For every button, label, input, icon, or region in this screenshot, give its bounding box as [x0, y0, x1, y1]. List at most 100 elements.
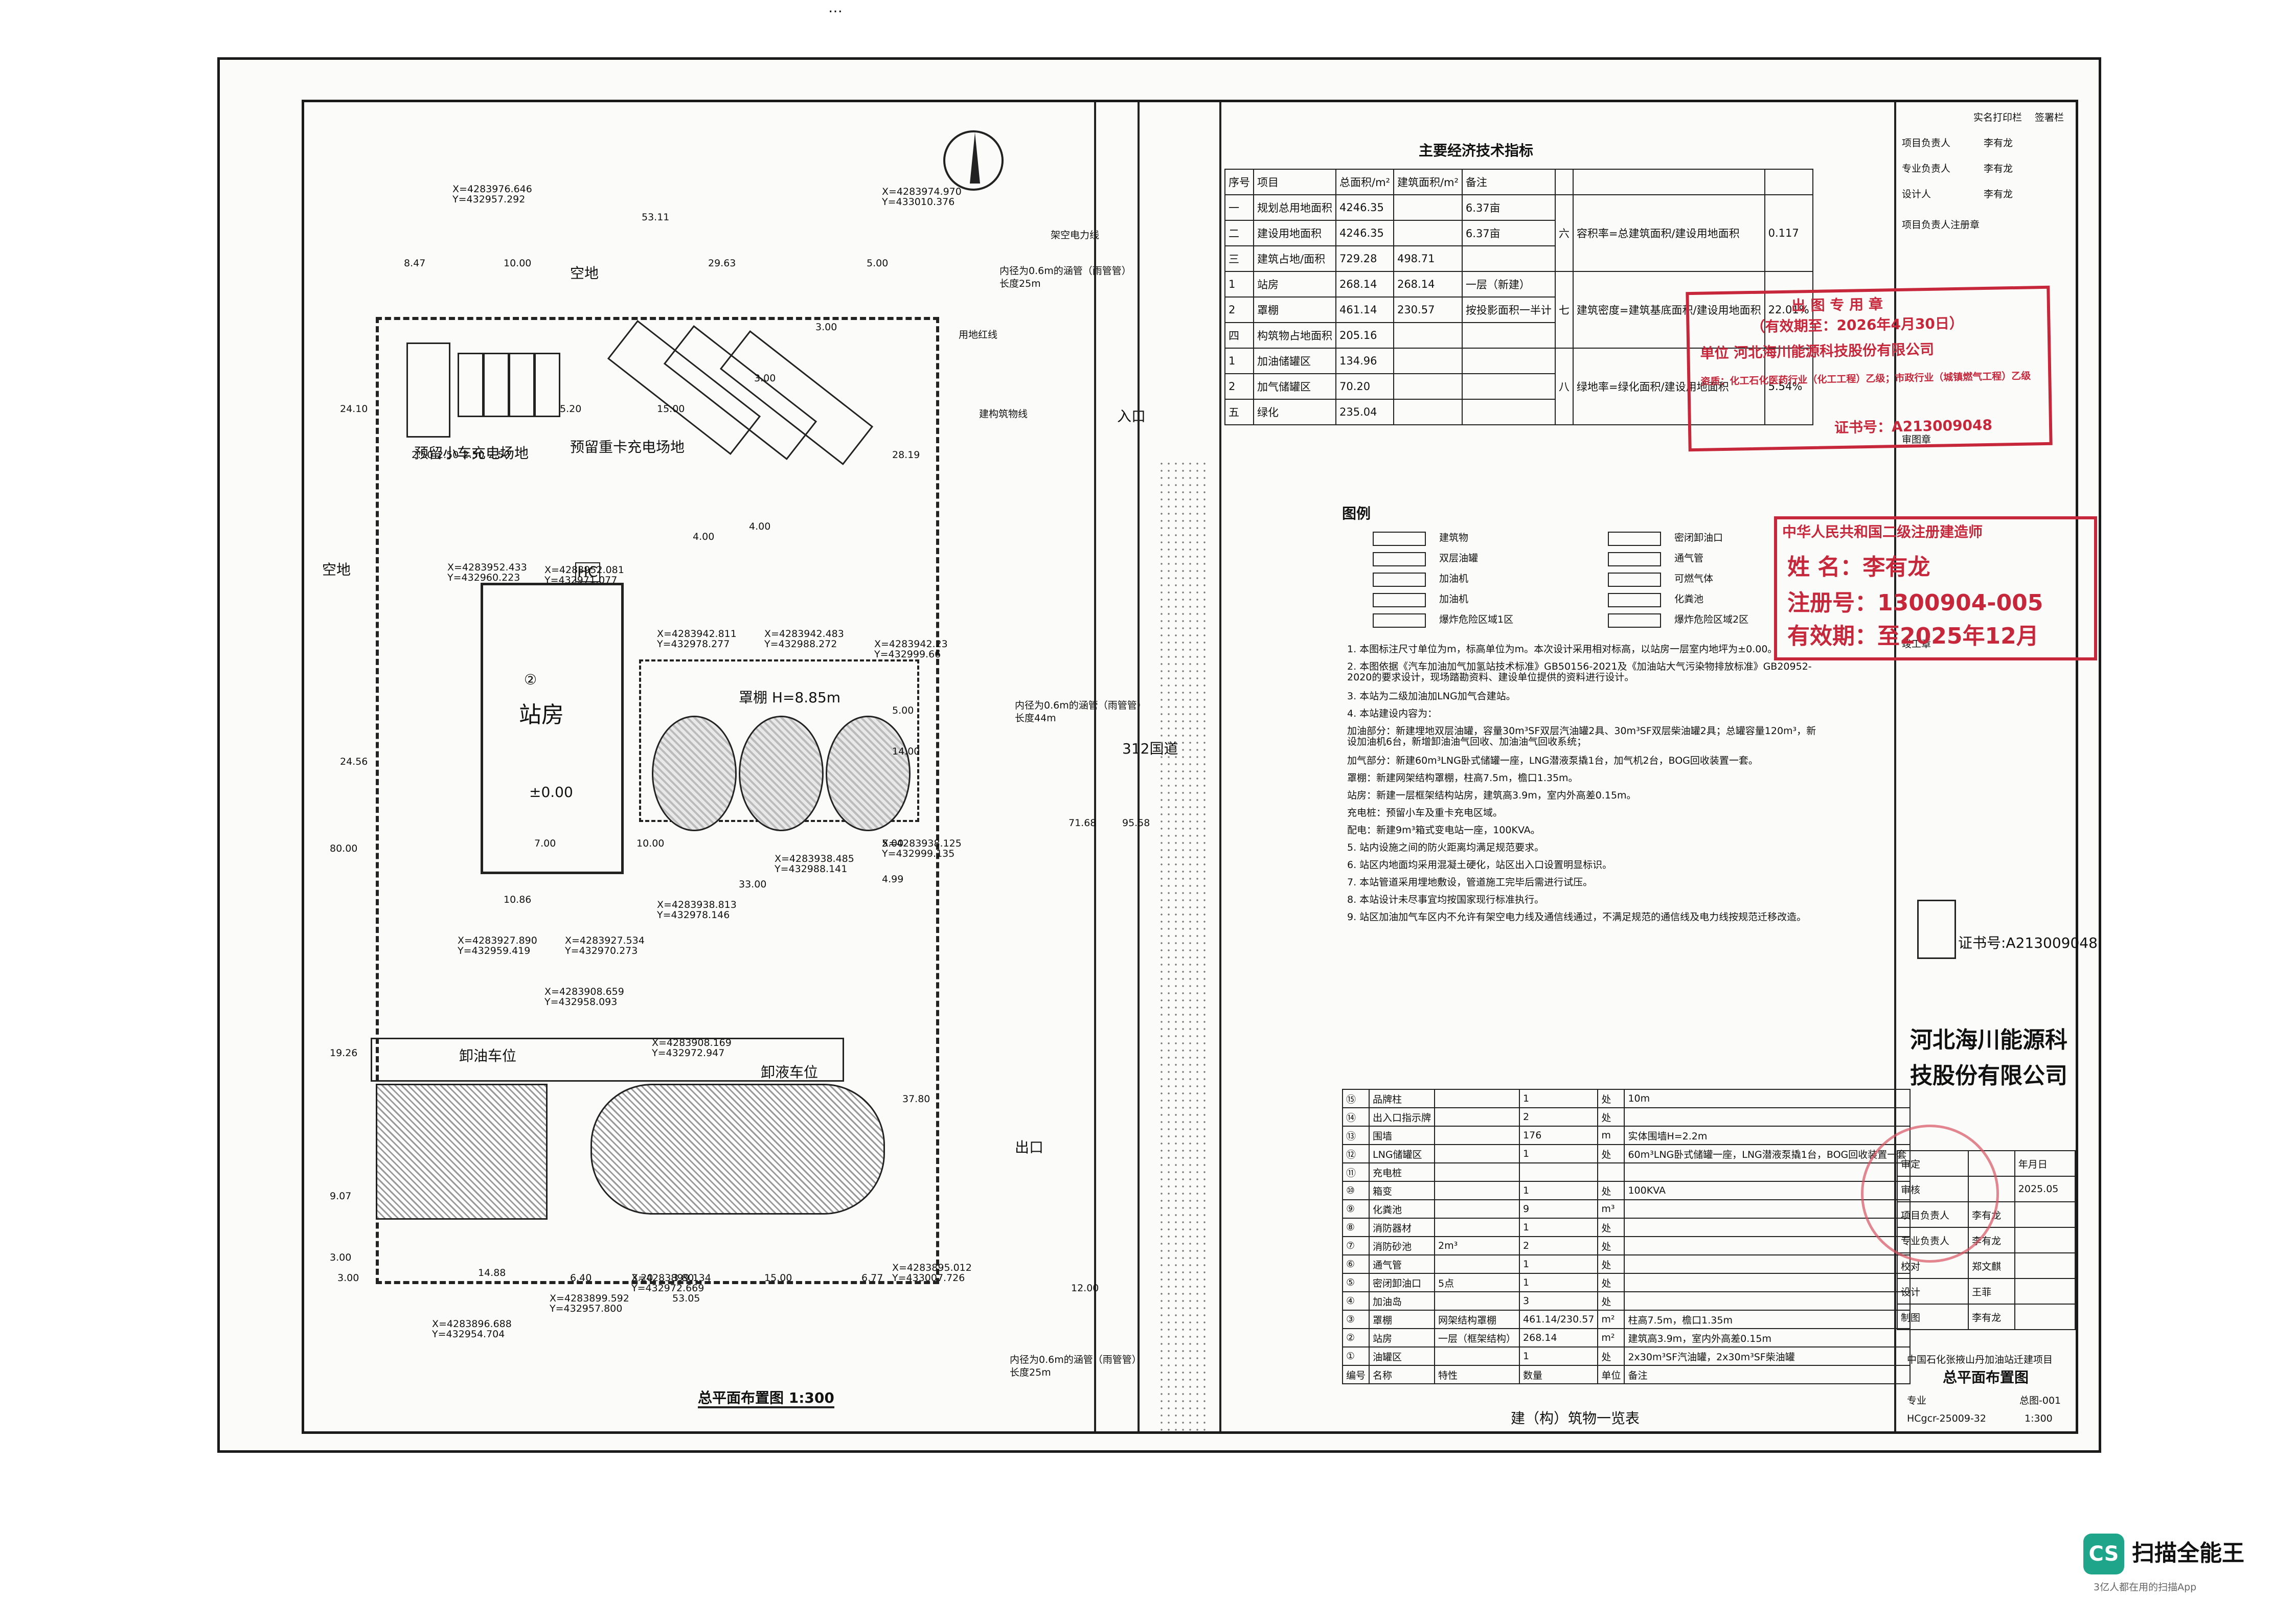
equip-table-cell: ④: [1342, 1291, 1370, 1311]
empty-left-label: 空地: [322, 561, 351, 578]
tech-table-cell: [1393, 194, 1463, 221]
tech-table-header-cell: [1554, 169, 1574, 195]
unload-label: 卸油车位: [459, 1047, 517, 1064]
sign-table-cell: 郑文麒: [1968, 1252, 2015, 1279]
coordinate-label: X=4283942.811: [657, 628, 737, 639]
top-mark: …: [828, 0, 843, 16]
tech-table-cell: 构筑物占地面积: [1253, 322, 1336, 349]
coordinate-label: X=4283952.433: [447, 562, 527, 573]
tech-table-cell: [1461, 245, 1556, 272]
tech-table-cell: [1461, 399, 1556, 425]
note-line: 4. 本站建设内容为：: [1347, 708, 1438, 719]
equip-table-cell: [1624, 1291, 1911, 1311]
frame-divider-1: [1219, 102, 1221, 1431]
equip-table-cell: ①: [1342, 1346, 1370, 1366]
tech-table-ratio-cell: 容积率=总建筑面积/建设用地面积: [1572, 194, 1765, 272]
legend-section: 图例 建筑物密闭卸油口双层油罐通气管加油机可燃气体加油机化粪池爆炸危险区域1区爆…: [1342, 501, 1823, 634]
sign-table-cell: [2014, 1278, 2076, 1305]
equip-table-header: 编号名称特性数量单位备注: [1342, 1365, 1911, 1384]
equip-table-cell: ⑧: [1342, 1218, 1370, 1237]
coordinate-label: Y=432970.273: [565, 945, 638, 956]
tb-role-2: 专业负责人: [1902, 163, 1951, 174]
tb-review-area: 审图章: [1902, 434, 1931, 445]
equip-table-cell: ⑫: [1342, 1144, 1370, 1163]
equip-table-cell: 处: [1597, 1254, 1625, 1274]
equip-table-cell: m: [1597, 1126, 1625, 1145]
coordinate-label: Y=432954.704: [432, 1329, 505, 1340]
legend-item-label: 密闭卸油口: [1674, 532, 1723, 543]
legend-item-label: 加油机: [1439, 573, 1469, 584]
legend-swatch-icon: [1373, 552, 1426, 566]
lng-unload-label: 卸液车位: [761, 1064, 819, 1081]
tech-table-cell: [1461, 373, 1556, 400]
equip-table-cell: 处: [1597, 1346, 1625, 1366]
dimension-label: 4.99: [882, 874, 904, 885]
legend-title: 图例: [1342, 505, 1371, 522]
dimension-label: 29.63: [708, 258, 736, 269]
legend-item-label: 爆炸危险区域2区: [1674, 614, 1749, 625]
equip-table-cell: 网架结构罩棚: [1434, 1310, 1520, 1329]
tech-table-header-cell: 项目: [1253, 169, 1336, 195]
equip-table-cell: 密闭卸油口: [1369, 1273, 1436, 1292]
equip-table-cell: [1624, 1218, 1911, 1237]
legend-swatch-icon: [1608, 573, 1661, 587]
equip-table-cell: [1597, 1162, 1625, 1182]
equip-table-cell: 176: [1519, 1126, 1599, 1145]
small-car-charge-label: 预留小车充电场地: [414, 445, 529, 462]
equip-table-cell: 罩棚: [1369, 1310, 1436, 1329]
boundary-label: 用地红线: [959, 329, 998, 340]
dimension-label: 24.56: [340, 756, 368, 767]
drawing-scale: 1:300: [2025, 1413, 2053, 1424]
tech-table-cell: 一层（新建）: [1461, 271, 1556, 298]
registration-stamp: 中华人民共和国二级注册建造师 姓 名：李有龙 注册号：1300904-005 有…: [1774, 516, 2097, 660]
coordinate-label: X=4283952.081: [544, 564, 624, 576]
tech-table-cell: 268.14: [1335, 271, 1394, 298]
equip-table-cell: 处: [1597, 1107, 1625, 1127]
note-line: 5. 站内设施之间的防火距离均满足规范要求。: [1347, 842, 1544, 853]
tech-table-cell: 罩棚: [1253, 296, 1336, 323]
station-house: ② 站房 ±0.00: [481, 583, 624, 874]
equip-table-cell: [1434, 1254, 1520, 1274]
tech-table-cell: 2: [1224, 373, 1254, 400]
site-boundary: [376, 317, 939, 1284]
ditch-top-label: 内径为0.6m的涵管（雨管管）: [999, 265, 1131, 277]
equip-table-cell: 1: [1519, 1218, 1599, 1237]
equip-table-cell: 油罐区: [1369, 1346, 1436, 1366]
tech-table-cell: 加气储罐区: [1253, 373, 1336, 400]
equip-table-cell: 268.14: [1519, 1328, 1599, 1347]
unload-area: 卸油车位: [371, 1038, 844, 1082]
legend-item-label: 可燃气体: [1674, 573, 1714, 584]
legend-swatch-icon: [1608, 593, 1661, 607]
coordinate-label: Y=432978.146: [657, 909, 730, 921]
tech-table-cell: 6.37亩: [1461, 220, 1556, 246]
tech-table-header-cell: [1764, 169, 1813, 195]
tech-table-ratio-cell: 5.54%: [1764, 348, 1813, 425]
equip-table-cell: 消防器材: [1369, 1218, 1436, 1237]
dimension-label: 19.26: [330, 1047, 358, 1059]
coordinate-label: X=4283899.592: [550, 1293, 629, 1304]
tech-table-cell: 二: [1224, 220, 1254, 246]
equip-table-header-cell: 编号: [1342, 1365, 1370, 1384]
sign-table-cell: [2014, 1252, 2076, 1279]
tech-table-title: 主要经济技术指标: [1419, 142, 1534, 159]
fuel-island-3: [826, 716, 911, 831]
publication-stamp: 出 图 专 用 章 （有效期至：2026年4月30日） 单位 河北海川能源科技股…: [1686, 285, 2053, 452]
dimension-label: 15.00: [657, 403, 685, 415]
equip-table-cell: [1434, 1089, 1520, 1108]
note-line: 6. 站区内地面均采用混凝土硬化，站区出入口设置明显标识。: [1347, 859, 1612, 871]
client-name: 中国石化张掖山丹加油站迁建项目: [1907, 1354, 2053, 1365]
sign-table-cell: [2014, 1304, 2076, 1330]
equip-table-cell: [1434, 1346, 1520, 1366]
coordinate-label: X=4283938.813: [657, 899, 737, 910]
dimension-label: 14.88: [478, 1267, 506, 1278]
sign-table-cell: 设计: [1896, 1278, 1969, 1305]
note-line: 站房：新建一层框架结构站房，建筑高3.9m，室内外高差0.15m。: [1347, 790, 1636, 801]
equip-table-cell: 3: [1519, 1291, 1599, 1311]
dimension-label: 53.11: [642, 212, 670, 223]
